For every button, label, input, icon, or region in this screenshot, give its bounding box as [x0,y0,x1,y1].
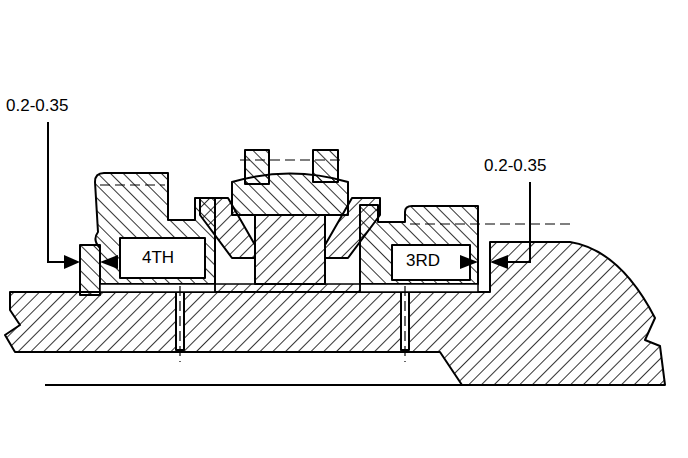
third-gear [360,205,478,284]
center-line [404,286,405,362]
synchro-ring [200,198,255,258]
hub-spline [215,284,360,292]
dimension-label: 0.2-0.35 [482,157,548,176]
leader-line [508,182,530,262]
synchro-hub [255,215,325,284]
dimension-arrow [460,255,478,269]
dimension-arrow [100,255,118,269]
dimension-arrow [64,255,80,269]
leader-line [48,122,64,262]
gear-web-cavity [392,245,470,280]
dimension-label: 0.2-0.35 [4,97,70,116]
thrust-washer [80,245,100,295]
pitch-line [410,223,570,224]
sleeve-tab [313,150,338,182]
gear-web-cavity [120,238,205,278]
center-line [179,286,180,362]
needle-bearing [100,284,215,292]
pitch-line [240,159,345,160]
fourth-gear [95,173,215,284]
pitch-line [100,184,165,185]
needle-bearing [360,284,478,292]
shaft-edge [45,384,462,386]
dimension-arrow [490,255,508,269]
sleeve-tab [245,150,269,184]
gear-label: 3RD [404,252,442,271]
shaft [5,242,665,385]
gear-label: 4TH [140,249,176,268]
